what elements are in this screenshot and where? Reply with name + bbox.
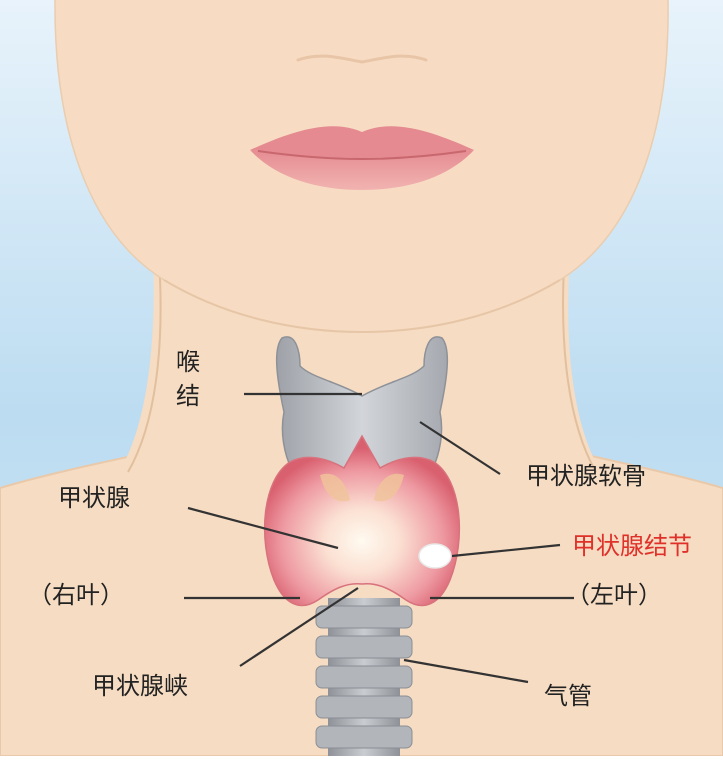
label-left-lobe: （左叶） [566,581,662,610]
label-trachea: 气管 [544,682,592,711]
thyroid-gland [265,436,460,606]
label-thyroid-nodule: 甲状腺结节 [572,532,692,561]
label-right-lobe: （右叶） [28,581,124,610]
trachea [316,598,412,756]
thyroid-nodule [419,544,451,568]
label-isthmus: 甲状腺峡 [92,672,188,701]
label-adams-apple-line1: 喉 [176,345,206,379]
label-adams-apple-line2: 结 [176,379,206,413]
label-thyroid-cartilage: 甲状腺软骨 [526,462,646,491]
label-thyroid-gland: 甲状腺 [58,484,130,513]
label-adams-apple: 喉 结 [176,345,206,413]
